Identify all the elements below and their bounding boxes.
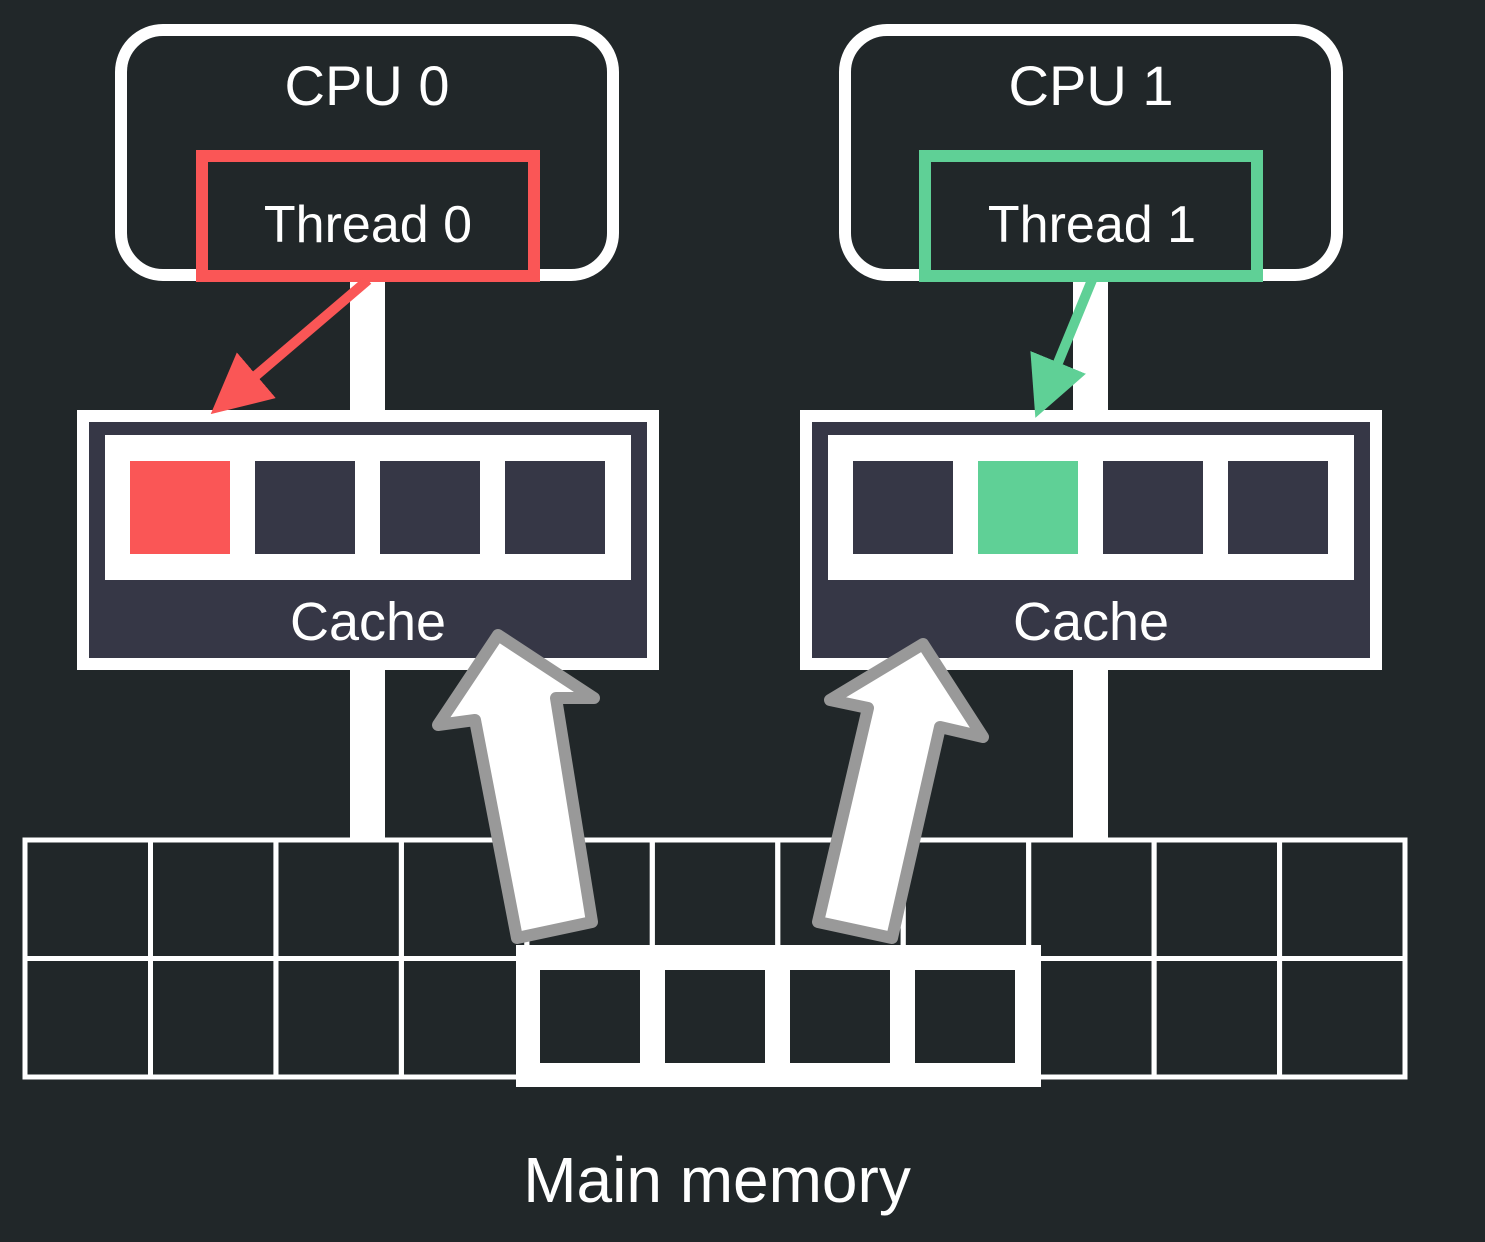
memory-cell [900, 837, 1032, 961]
cache-1-label: Cache [1013, 592, 1169, 652]
memory-cell [649, 837, 781, 961]
bus-cache0-to-memory [350, 665, 385, 840]
memory-cell [22, 956, 153, 1080]
memory-cell [1277, 956, 1408, 1080]
cache-1-line-2 [1103, 461, 1203, 554]
cpu-0-label: CPU 0 [285, 54, 450, 117]
cpu-1-label: CPU 1 [1009, 54, 1174, 117]
thread-0-label: Thread 0 [264, 196, 472, 254]
cache-0-lines [130, 461, 605, 554]
thread-0-write-arrow [210, 276, 372, 415]
thread-1-box [919, 150, 1263, 282]
cpu-0: CPU 0 Thread 0 [115, 24, 619, 282]
memory-cell [148, 956, 279, 1080]
memory-cell [148, 837, 279, 961]
cache-1: Cache [800, 410, 1382, 670]
cache-1-lines [853, 461, 1328, 554]
cache-0: Cache [77, 410, 659, 670]
cache-0-label: Cache [290, 592, 446, 652]
cpu-1: CPU 1 Thread 1 [839, 24, 1343, 282]
thread-0-box [196, 150, 540, 282]
memory-cell [1151, 956, 1283, 1080]
cache-1-line-1-written [978, 461, 1078, 554]
cache-1-line-3 [1228, 461, 1328, 554]
bus-cache1-to-memory [1073, 665, 1108, 840]
bus-cpu0-to-cache [350, 275, 385, 415]
cache-0-line-2 [380, 461, 480, 554]
thread-1-write-arrow [1030, 278, 1097, 418]
memory-cell [1277, 837, 1408, 961]
cache-0-line-1 [255, 461, 355, 554]
memory-cell [1026, 837, 1157, 961]
memory-cell [1026, 956, 1157, 1080]
memory-to-cache-0-arrow [432, 629, 600, 944]
memory-cell [398, 956, 530, 1080]
memory-cell [22, 837, 153, 961]
cache-0-line-3 [505, 461, 605, 554]
memory-to-cache-1-arrow [812, 638, 989, 944]
memory-cache-line-cell [790, 970, 890, 1063]
memory-cache-line-cell [665, 970, 765, 1063]
memory-cell [1151, 837, 1283, 961]
cache-0-line-0-written [130, 461, 230, 554]
thread-1-label: Thread 1 [988, 196, 1196, 254]
memory-cell [273, 837, 404, 961]
memory-cache-line-cell [915, 970, 1015, 1063]
cache-1-line-0 [853, 461, 953, 554]
memory-cell [273, 956, 404, 1080]
main-memory-label: Main memory [523, 1144, 911, 1216]
bus-connectors [350, 275, 1108, 840]
memory-cache-line-cell [540, 970, 640, 1063]
memory-cache-line [516, 945, 1041, 1087]
